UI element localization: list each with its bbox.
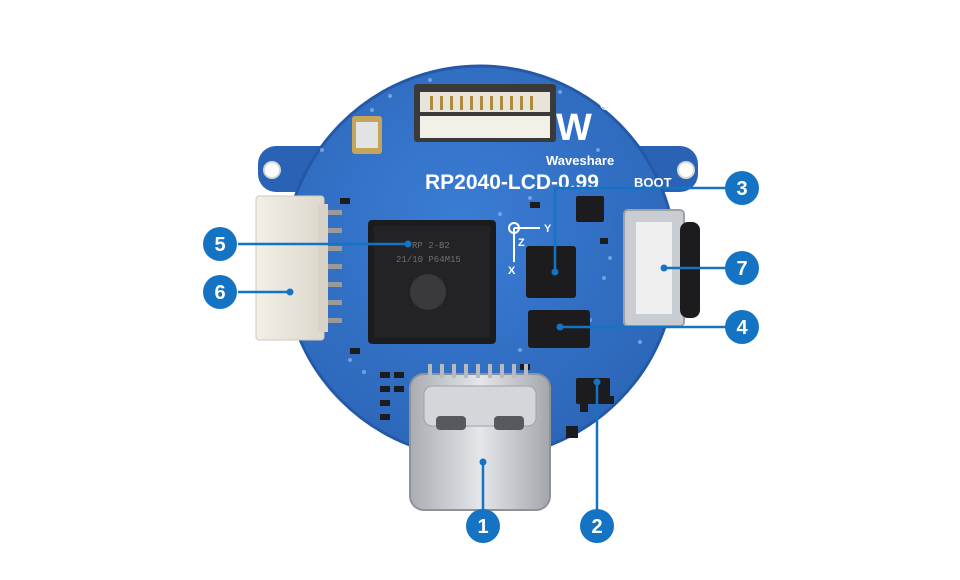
axis-z-label: Z bbox=[518, 237, 525, 249]
callout-lines bbox=[238, 186, 726, 510]
fpc-connector bbox=[414, 84, 556, 142]
pcb-vias bbox=[320, 78, 642, 374]
callout-badge-6: 6 bbox=[203, 275, 237, 309]
chip-marking-2: 21/10 P64M15 bbox=[396, 255, 461, 265]
svg-text:4: 4 bbox=[736, 317, 748, 339]
svg-text:5: 5 bbox=[214, 234, 225, 256]
waveshare-logo: W ® Waveshare bbox=[546, 97, 614, 168]
model-label: RP2040-LCD-0.99 bbox=[425, 171, 599, 194]
mounting-hole-left bbox=[263, 161, 281, 179]
crystal-oscillator bbox=[352, 116, 382, 154]
callout-badge-5: 5 bbox=[203, 227, 237, 261]
registered-mark: ® bbox=[600, 97, 612, 114]
imu-chip bbox=[526, 246, 576, 298]
callout-badge-7: 7 bbox=[725, 251, 759, 285]
svg-text:6: 6 bbox=[214, 282, 225, 304]
logo-mark: W bbox=[556, 107, 592, 149]
callout-badge-4: 4 bbox=[725, 310, 759, 344]
callout-dots bbox=[286, 240, 668, 466]
chip-marking-1: RP 2-B2 bbox=[412, 241, 450, 251]
svg-text:7: 7 bbox=[736, 258, 747, 280]
axis-marking bbox=[508, 222, 540, 262]
svg-text:1: 1 bbox=[477, 516, 488, 538]
rp2040-chip: RP 2-B2 21/10 P64M15 bbox=[368, 220, 496, 344]
regulator-chip bbox=[576, 196, 614, 412]
callout-badge-2: 2 bbox=[580, 509, 614, 543]
axis-x-label: X bbox=[508, 265, 516, 277]
callout-badge-3: 3 bbox=[725, 171, 759, 205]
svg-text:2: 2 bbox=[591, 516, 602, 538]
raspberry-logo-icon bbox=[410, 274, 446, 310]
brand-label: Waveshare bbox=[546, 153, 614, 168]
usb-c-connector bbox=[409, 364, 551, 511]
side-connector bbox=[255, 195, 342, 341]
callout-badge-1: 1 bbox=[466, 509, 500, 543]
callout-line-3 bbox=[553, 186, 726, 272]
boot-label: BOOT bbox=[634, 175, 672, 190]
svg-text:3: 3 bbox=[736, 178, 747, 200]
mounting-hole-right bbox=[677, 161, 695, 179]
axis-y-label: Y bbox=[544, 223, 552, 235]
